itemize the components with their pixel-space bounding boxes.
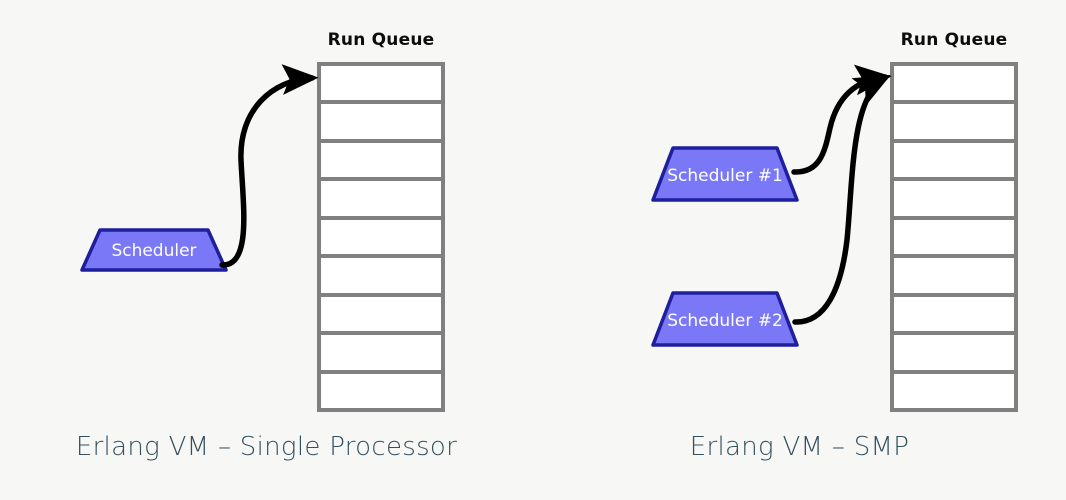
run-queue-cell [321, 258, 441, 293]
trapezoid-shape [651, 291, 799, 347]
run-queue-cell [321, 373, 441, 408]
run-queue-cell [894, 66, 1014, 101]
run-queue-cell [894, 335, 1014, 370]
scheduler-2-block[interactable]: Scheduler #2 [651, 291, 799, 347]
run-queue-cell [894, 142, 1014, 178]
run-queue-cell [321, 104, 441, 139]
arrow-scheduler-to-run-queue [219, 64, 319, 268]
run-queue-cell [894, 181, 1014, 216]
run-queue-cell [894, 219, 1014, 255]
run-queue-cell [321, 181, 441, 216]
run-queue-title: Run Queue [900, 30, 1008, 50]
arrow-scheduler-2-to-run-queue [792, 74, 891, 325]
run-queue [890, 62, 1018, 412]
run-queue-title: Run Queue [327, 30, 435, 50]
panel-smp: Run Queue Scheduler #1 Scheduler #2 [533, 0, 1066, 500]
run-queue-cell [321, 66, 441, 101]
scheduler-block[interactable]: Scheduler [80, 228, 228, 272]
run-queue-cell [894, 373, 1014, 408]
trapezoid-shape [80, 228, 228, 272]
arrow-scheduler-1-to-run-queue [791, 64, 892, 175]
scheduler-1-block[interactable]: Scheduler #1 [651, 146, 799, 202]
run-queue-cell [321, 219, 441, 255]
run-queue-cell [321, 335, 441, 370]
caption-single-processor: Erlang VM – Single Processor [75, 432, 458, 462]
caption-smp: Erlang VM – SMP [689, 432, 910, 462]
run-queue-cell [894, 258, 1014, 293]
run-queue-cell [894, 104, 1014, 139]
run-queue-cell [321, 142, 441, 178]
trapezoid-shape [651, 146, 799, 202]
run-queue-cell [894, 296, 1014, 332]
run-queue-cell [321, 296, 441, 332]
panel-single-processor: Run Queue Scheduler [75, 30, 458, 462]
run-queue [317, 62, 445, 412]
